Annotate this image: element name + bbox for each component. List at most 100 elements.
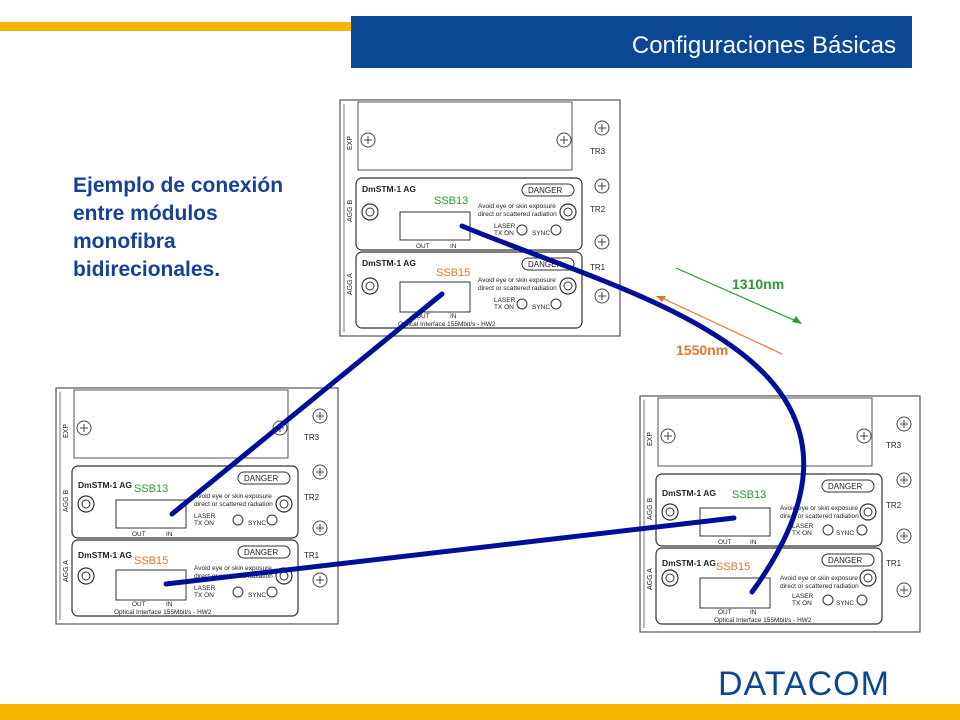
ssb13-tag: SSB13	[732, 489, 766, 501]
ssb15-tag: SSB15	[134, 555, 168, 567]
screw-icon	[594, 288, 610, 304]
exp-label: EXP	[347, 136, 354, 150]
knob-icon	[859, 569, 877, 587]
screw-icon	[312, 464, 328, 480]
agg-a-label: AGG A	[347, 273, 354, 295]
warning-text: direct or scattered radiation	[780, 513, 859, 520]
screw-icon	[896, 528, 912, 544]
tx-on-label: TX ON	[494, 230, 514, 237]
heading-line: Ejemplo de conexión	[73, 174, 284, 197]
page-title: Configuraciones Básicas	[631, 32, 896, 59]
warning-text: direct or scattered radiation	[478, 285, 557, 292]
out-label: OUT	[718, 539, 732, 546]
datacom-logo: DATACOM	[718, 665, 890, 703]
fiber-link-left-ssb15-to-right-ssb13	[163, 515, 737, 587]
laser-label: LASER	[194, 585, 216, 592]
danger-label: DANGER	[828, 482, 862, 491]
tr3-label: TR3	[886, 441, 902, 450]
danger-label: DANGER	[244, 548, 278, 557]
screw-icon	[312, 572, 328, 588]
agg-b-label: AGG B	[347, 199, 354, 222]
screw-icon	[896, 582, 912, 598]
tr2-label: TR2	[304, 493, 320, 502]
tx-on-label: TX ON	[194, 520, 214, 527]
danger-label: DANGER	[828, 556, 862, 565]
laser-label: LASER	[194, 513, 216, 520]
exp-label: EXP	[647, 432, 654, 446]
tr2-label: TR2	[886, 501, 902, 510]
module-agg-a: DmSTM-1 AG DANGER Avoid eye or skin expo…	[355, 251, 583, 329]
led-icon	[516, 298, 528, 310]
tr3-label: TR3	[304, 433, 320, 442]
led-icon	[822, 594, 834, 606]
out-label: OUT	[416, 313, 430, 320]
heading-line: monofibra	[73, 230, 176, 253]
sync-label: SYNC	[532, 230, 550, 237]
knob-icon	[77, 495, 95, 513]
interface-label: Optical Interface 155Mbit/s - HW2	[398, 321, 496, 328]
module-agg-b: DmSTM-1 AG DANGER Avoid eye or skin expo…	[655, 473, 883, 547]
heading-line: bidirecionales.	[73, 258, 221, 281]
tr1-label: TR1	[304, 551, 320, 560]
in-label: IN	[750, 609, 757, 616]
chassis-right: TR3 TR2 TR1 EXP AGG B AGG A DmSTM-1 AG D…	[639, 395, 921, 633]
screw-icon	[660, 428, 676, 444]
out-label: OUT	[718, 609, 732, 616]
danger-label: DANGER	[528, 186, 562, 195]
tr2-label: TR2	[590, 205, 606, 214]
chassis-top: TR3 TR2 TR1 EXP AGG B AGG A DmSTM-1 AG D…	[339, 99, 621, 337]
knob-icon	[361, 277, 379, 295]
knob-icon	[559, 203, 577, 221]
led-icon	[266, 514, 278, 526]
knob-icon	[559, 277, 577, 295]
exp-label: EXP	[63, 424, 70, 438]
laser-label: LASER	[792, 593, 814, 600]
knob-icon	[275, 495, 293, 513]
warning-text: Avoid eye or skin exposure	[478, 277, 556, 284]
wavelength-1550-label: 1550nm	[676, 342, 729, 358]
warning-text: direct or scattered radiation	[194, 501, 273, 508]
agg-b-label: AGG B	[63, 489, 70, 512]
screw-icon	[360, 132, 376, 148]
screw-icon	[896, 472, 912, 488]
warning-text: direct or scattered radiation	[780, 583, 859, 590]
screw-icon	[896, 416, 912, 432]
wavelength-1310-label: 1310nm	[732, 276, 785, 292]
sync-label: SYNC	[248, 520, 266, 527]
sync-label: SYNC	[248, 592, 266, 599]
danger-label: DANGER	[528, 260, 562, 269]
fiber-link-top-ssb13-to-right-ssb15	[459, 223, 807, 595]
danger-label: DANGER	[244, 474, 278, 483]
led-icon	[822, 524, 834, 536]
knob-icon	[859, 503, 877, 521]
interface-label: Optical Interface 155Mbit/s - HW2	[114, 609, 212, 616]
sync-label: SYNC	[532, 304, 550, 311]
warning-text: direct or scattered radiation	[478, 211, 557, 218]
heading-line: entre módulos	[73, 202, 218, 225]
agg-b-label: AGG B	[647, 497, 654, 520]
title-banner: Configuraciones Básicas	[351, 16, 912, 68]
tr3-label: TR3	[590, 147, 606, 156]
module-agg-a: DmSTM-1 AG DANGER Avoid eye or skin expo…	[655, 547, 883, 625]
in-label: IN	[166, 531, 173, 538]
module-name: DmSTM-1 AG	[362, 184, 416, 194]
knob-icon	[661, 503, 679, 521]
in-label: IN	[450, 243, 457, 250]
led-icon	[856, 594, 868, 606]
screw-icon	[594, 234, 610, 250]
led-icon	[516, 224, 528, 236]
knob-icon	[361, 203, 379, 221]
in-label: IN	[166, 601, 173, 608]
tr1-label: TR1	[590, 263, 606, 272]
diagram-heading: Ejemplo de conexión entre módulos monofi…	[73, 172, 343, 284]
screw-icon	[594, 178, 610, 194]
tx-on-label: TX ON	[792, 530, 812, 537]
module-agg-b: DmSTM-1 AG DANGER Avoid eye or skin expo…	[355, 177, 583, 251]
module-name: DmSTM-1 AG	[362, 258, 416, 268]
interface-label: Optical Interface 155Mbit/s - HW2	[714, 617, 812, 624]
led-icon	[856, 524, 868, 536]
in-label: IN	[750, 539, 757, 546]
agg-a-label: AGG A	[647, 568, 654, 590]
screw-icon	[856, 428, 872, 444]
